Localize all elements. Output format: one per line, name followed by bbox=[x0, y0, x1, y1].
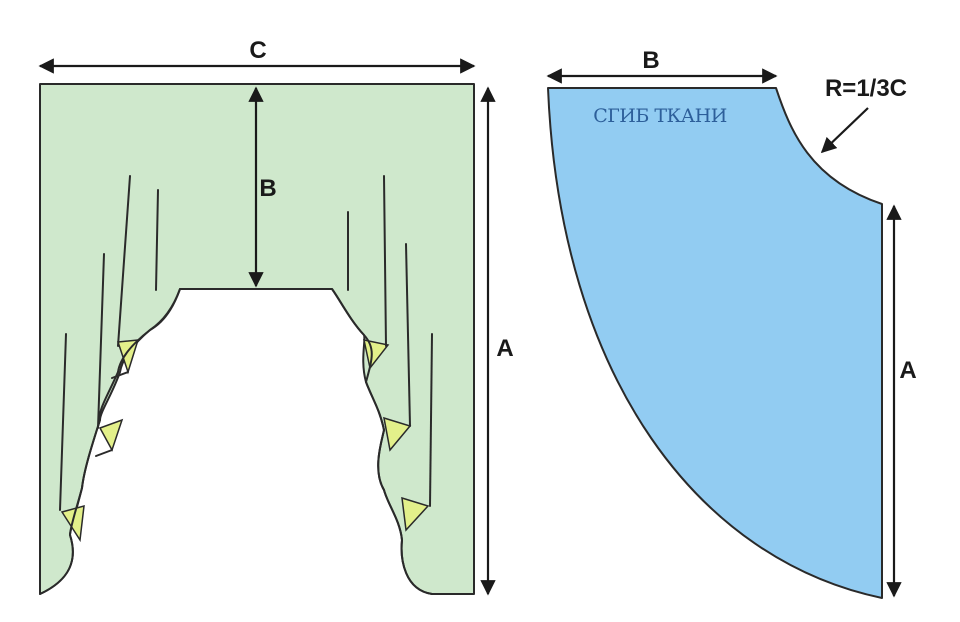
fold-line bbox=[383, 489, 433, 595]
fold-line bbox=[117, 175, 131, 347]
fold-line bbox=[429, 333, 433, 507]
fold-line bbox=[117, 288, 181, 373]
side-height-label: A bbox=[899, 357, 916, 384]
fold-line bbox=[39, 487, 83, 595]
fold-highlight bbox=[383, 416, 412, 452]
drop-label: B bbox=[259, 175, 276, 202]
fold-label: СГИБ ТКАНИ bbox=[593, 105, 727, 127]
height-label: A bbox=[496, 335, 513, 362]
fold-line bbox=[365, 381, 386, 491]
top-width-label: B bbox=[642, 47, 659, 74]
radius-pointer-arrow bbox=[820, 107, 869, 154]
fold-line bbox=[331, 288, 373, 383]
fold-line bbox=[383, 175, 387, 347]
width-label: C bbox=[249, 37, 266, 64]
fold-line bbox=[155, 189, 159, 291]
side-panel-body bbox=[547, 87, 883, 599]
fold-line bbox=[95, 449, 113, 457]
fold-line bbox=[59, 333, 67, 511]
fold-line bbox=[81, 371, 119, 489]
fold-highlight bbox=[401, 496, 430, 532]
left-curtain-pattern: C B A bbox=[38, 37, 514, 596]
fold-line bbox=[405, 243, 411, 427]
radius-label: R=1/3C bbox=[825, 75, 907, 102]
fold-line bbox=[111, 371, 129, 379]
right-side-pattern: СГИБ ТКАНИ B R=1/3C A bbox=[546, 47, 917, 599]
fold-highlight bbox=[98, 418, 124, 452]
fold-line bbox=[97, 253, 105, 429]
